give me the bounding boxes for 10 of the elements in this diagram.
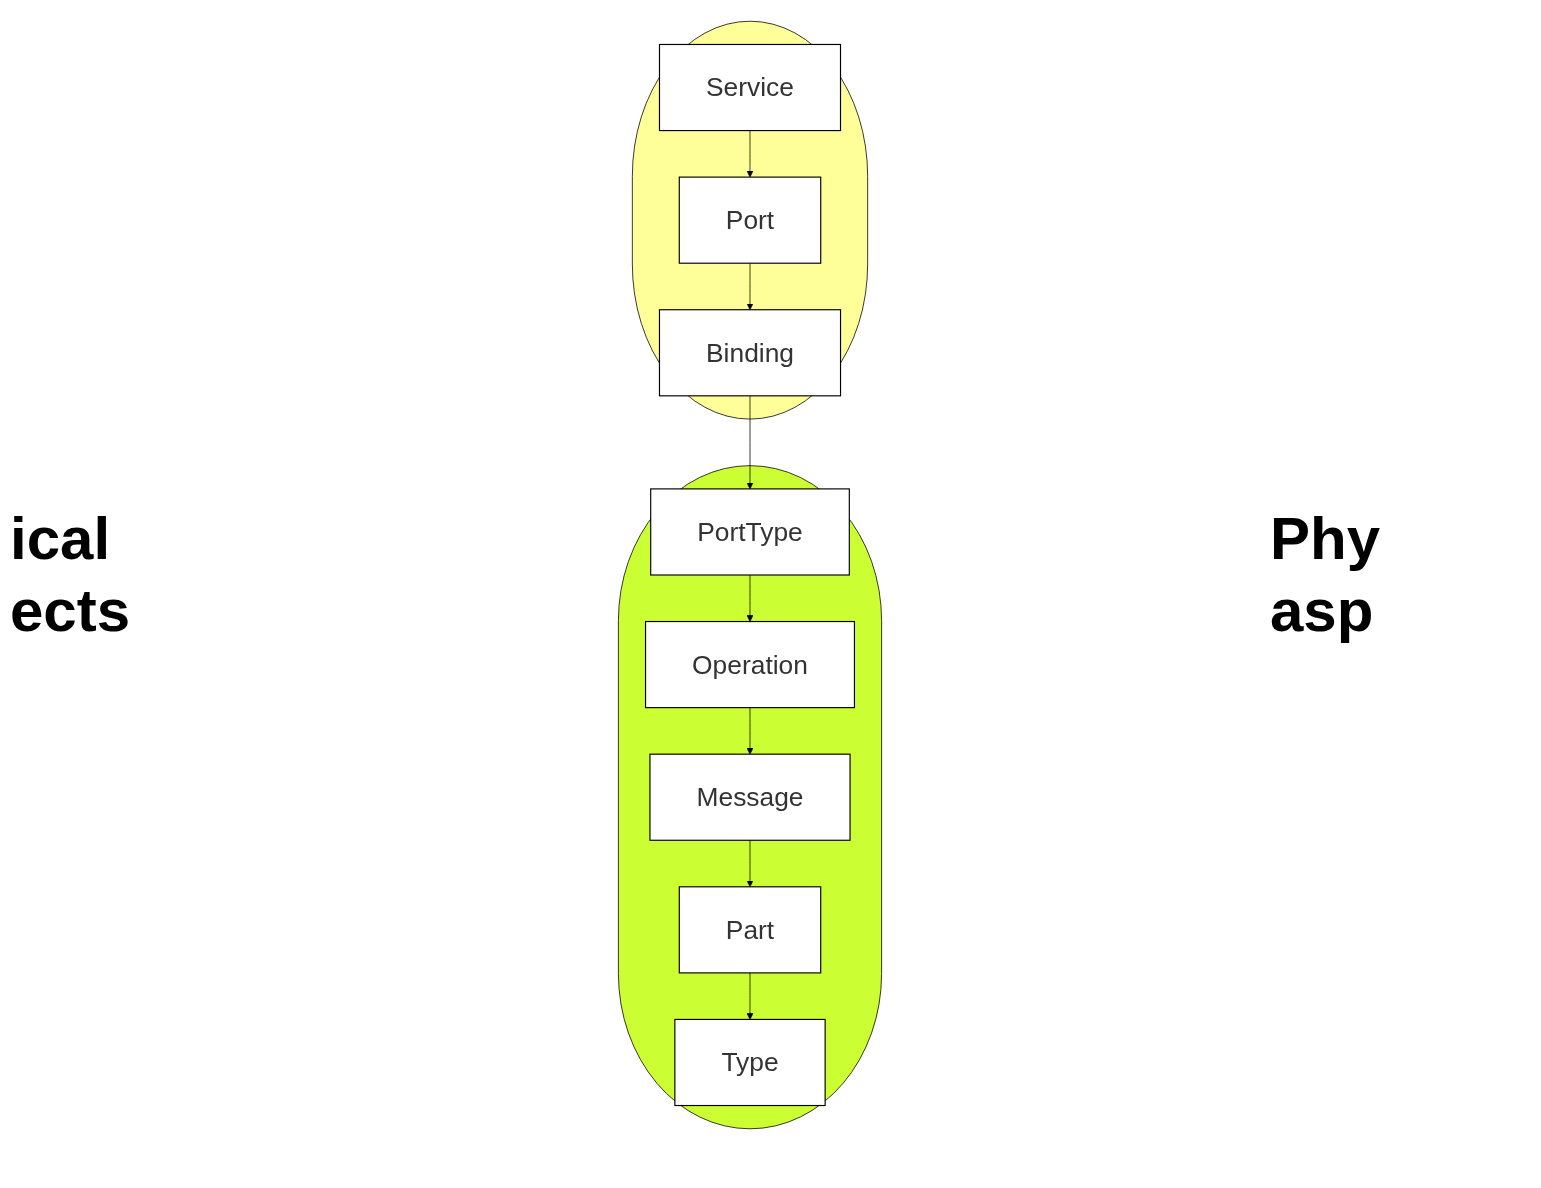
node-box: PortType: [650, 488, 850, 576]
node-box: Port: [678, 176, 822, 264]
node-box: Part: [678, 886, 822, 974]
node-box: Type: [674, 1018, 826, 1107]
side-heading: ical ects: [10, 504, 132, 646]
node-box: Operation: [644, 620, 856, 709]
node-box: Message: [649, 753, 851, 841]
node-box: Service: [658, 43, 842, 132]
side-heading: Phy asp: [1270, 504, 1382, 646]
node-box: Binding: [658, 309, 842, 397]
